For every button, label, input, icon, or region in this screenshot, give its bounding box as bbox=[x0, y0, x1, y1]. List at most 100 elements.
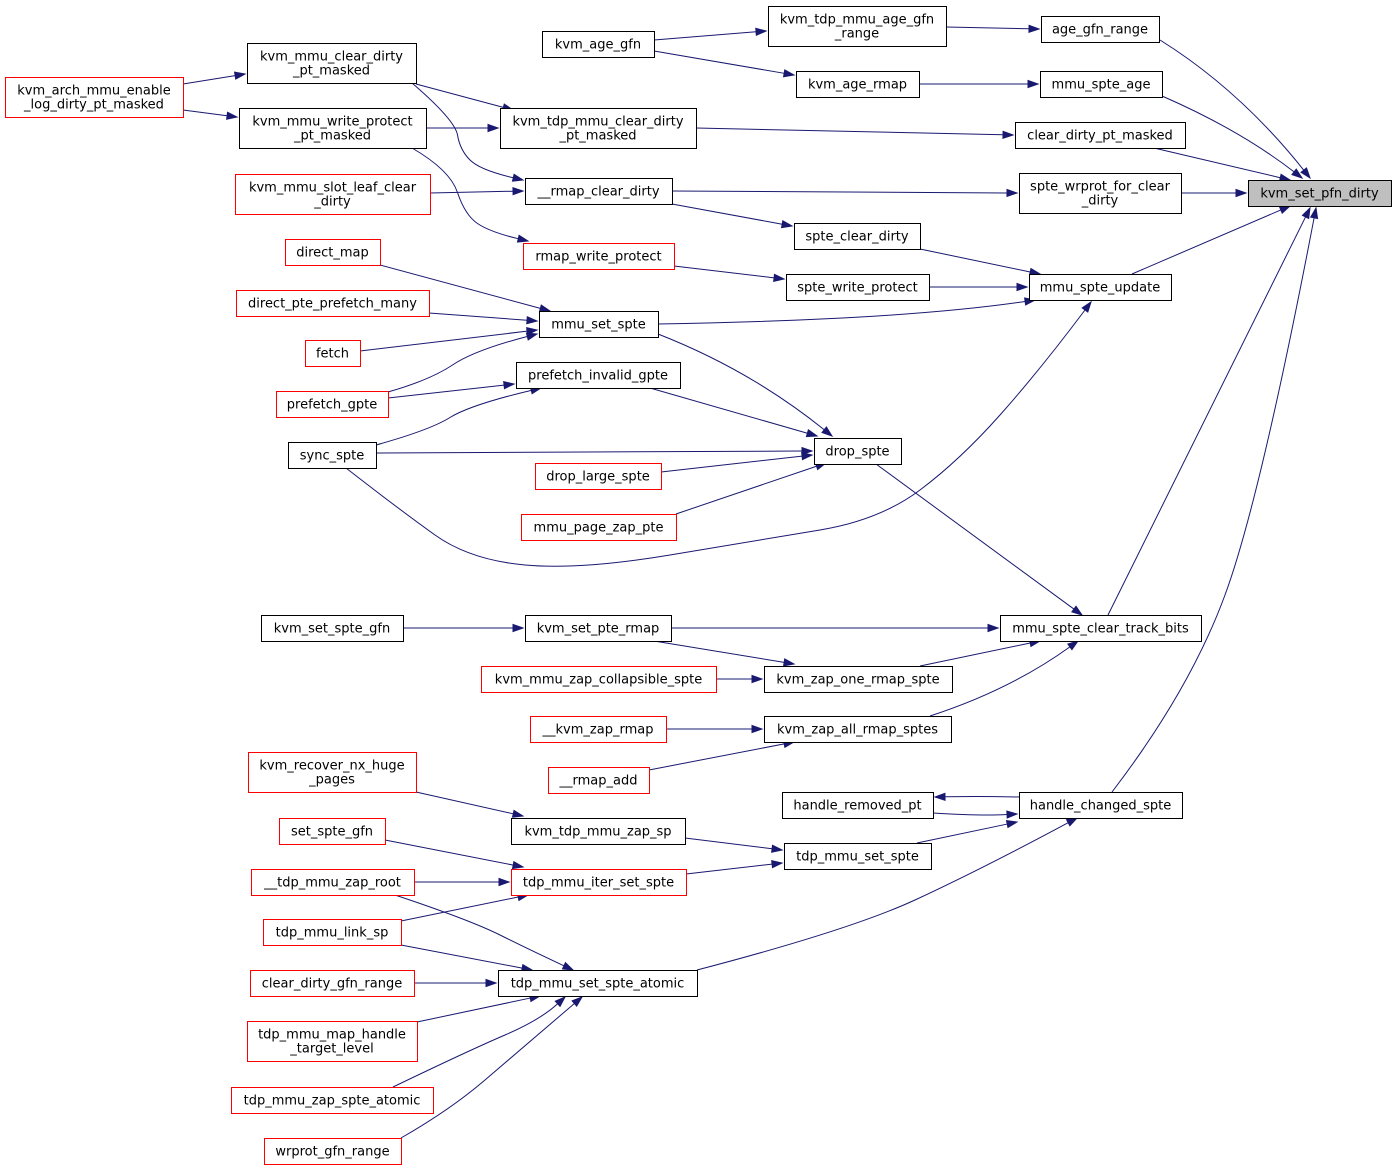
node-mmu-spte-clear-track-bits[interactable]: mmu_spte_clear_track_bits bbox=[1000, 615, 1202, 642]
node-kvm-recover-nx-huge-pages[interactable]: kvm_recover_nx_huge_pages bbox=[248, 752, 417, 793]
node-kvm-mmu-clear-dirty-pt-masked[interactable]: kvm_mmu_clear_dirty_pt_masked bbox=[247, 43, 417, 84]
edge-drop_large_spte-to-drop_spte bbox=[660, 451, 814, 473]
node-prefetch-gpte[interactable]: prefetch_gpte bbox=[276, 391, 389, 418]
node-clear-dirty-pt-masked[interactable]: clear_dirty_pt_masked bbox=[1015, 122, 1186, 149]
node-label: __rmap_clear_dirty bbox=[536, 185, 659, 200]
node-box bbox=[542, 31, 655, 58]
node-prefetch-invalid-gpte[interactable]: prefetch_invalid_gpte bbox=[516, 362, 681, 389]
node-kvm-age-gfn[interactable]: kvm_age_gfn bbox=[542, 31, 655, 58]
node-mmu-spte-age[interactable]: mmu_spte_age bbox=[1040, 71, 1163, 98]
arrowhead bbox=[782, 658, 796, 667]
node-label: kvm_set_spte_gfn bbox=[274, 622, 390, 637]
node-age-gfn-range[interactable]: age_gfn_range bbox=[1041, 16, 1160, 43]
node-box bbox=[247, 1021, 418, 1062]
node-kvm-set-spte-gfn[interactable]: kvm_set_spte_gfn bbox=[261, 615, 404, 642]
node-drop-spte[interactable]: drop_spte bbox=[814, 438, 902, 465]
node-label: kvm_mmu_zap_collapsible_spte bbox=[495, 673, 702, 688]
node-box bbox=[250, 970, 415, 997]
node-box bbox=[525, 178, 673, 205]
edge-drop_spte-to-mmu_spte_clear_track_bits bbox=[875, 463, 1084, 616]
edge-kvm_arch_mmu_enable_log_dirty_pt_masked-to-kvm_mmu_clear_dirty_pt_masked bbox=[182, 71, 247, 85]
node-kvm-arch-mmu-enable-log-dirty-pt-masked[interactable]: kvm_arch_mmu_enable_log_dirty_pt_masked bbox=[5, 77, 184, 118]
node-box bbox=[239, 108, 427, 149]
node-box bbox=[305, 340, 361, 367]
edge-rmap_clear_dirty-to-spte_clear_dirty bbox=[671, 203, 794, 229]
edge-line bbox=[429, 190, 514, 194]
edge-line bbox=[400, 944, 523, 969]
node-kvm-zap-one-rmap-spte[interactable]: kvm_zap_one_rmap_spte bbox=[764, 666, 953, 693]
node-tdp-mmu-set-spte[interactable]: tdp_mmu_set_spte bbox=[784, 843, 932, 870]
edge-line bbox=[411, 82, 514, 179]
node-handle-changed-spte[interactable]: handle_changed_spte bbox=[1019, 792, 1183, 819]
node-tdp-mmu-zap-spte-atomic[interactable]: tdp_mmu_zap_spte_atomic bbox=[231, 1087, 434, 1114]
node-tdp-mmu-set-spte-atomic[interactable]: tdp_mmu_set_spte_atomic bbox=[498, 970, 698, 997]
arrowhead bbox=[751, 724, 764, 734]
arrowhead bbox=[755, 27, 768, 37]
arrowhead bbox=[1309, 206, 1319, 220]
node-tdp-mmu-map-handle-target-level[interactable]: tdp_mmu_map_handle_target_level bbox=[247, 1021, 418, 1062]
edge-kvm_age_gfn-to-kvm_tdp_mmu_age_gfn_range bbox=[653, 27, 768, 41]
node-box bbox=[521, 514, 677, 541]
node-label: tdp_mmu_set_spte bbox=[796, 850, 919, 865]
node-handle-removed-pt[interactable]: handle_removed_pt bbox=[782, 792, 934, 819]
node-rmap-clear-dirty[interactable]: __rmap_clear_dirty bbox=[525, 178, 673, 205]
edge-kvm_arch_mmu_enable_log_dirty_pt_masked-to-kvm_mmu_write_protect_pt_masked bbox=[182, 109, 239, 120]
node-spte-write-protect[interactable]: spte_write_protect bbox=[786, 274, 930, 301]
edge-mmu_page_zap_pte-to-drop_spte bbox=[675, 462, 828, 515]
node-box bbox=[5, 77, 184, 118]
node-wrprot-gfn-range[interactable]: wrprot_gfn_range bbox=[264, 1138, 402, 1165]
node-tdp-mmu-zap-root[interactable]: __tdp_mmu_zap_root bbox=[251, 869, 415, 896]
node-label: prefetch_gpte bbox=[287, 398, 377, 413]
node-spte-clear-dirty[interactable]: spte_clear_dirty bbox=[794, 223, 921, 250]
node-drop-large-spte[interactable]: drop_large_spte bbox=[535, 463, 662, 490]
arrowhead bbox=[771, 860, 784, 869]
arrowhead bbox=[1002, 130, 1015, 139]
node-label: mmu_spte_update bbox=[1040, 281, 1161, 296]
arrowhead bbox=[226, 111, 239, 120]
node-kvm-age-rmap[interactable]: kvm_age_rmap bbox=[796, 71, 920, 98]
node-box bbox=[1248, 180, 1392, 207]
node-kvm-tdp-mmu-zap-sp[interactable]: kvm_tdp_mmu_zap_sp bbox=[511, 818, 686, 845]
node-mmu-page-zap-pte[interactable]: mmu_page_zap_pte bbox=[521, 514, 677, 541]
node-kvm-mmu-write-protect-pt-masked[interactable]: kvm_mmu_write_protect_pt_masked bbox=[239, 108, 427, 149]
arrowhead bbox=[1067, 640, 1080, 651]
node-direct-pte-prefetch-many[interactable]: direct_pte_prefetch_many bbox=[236, 290, 430, 317]
node-kvm-mmu-zap-collapsible-spte[interactable]: kvm_mmu_zap_collapsible_spte bbox=[481, 666, 717, 693]
node-rmap-write-protect[interactable]: rmap_write_protect bbox=[523, 243, 675, 270]
node-label: kvm_age_gfn bbox=[555, 38, 641, 53]
edge-kvm_recover_nx_huge_pages-to-kvm_tdp_mmu_zap_sp bbox=[415, 791, 525, 818]
node-box bbox=[523, 243, 675, 270]
edge-kvm_age_rmap-to-mmu_spte_age bbox=[919, 79, 1040, 89]
node-kvm-zap-all-rmap-sptes[interactable]: kvm_zap_all_rmap_sptes bbox=[764, 716, 952, 743]
node-root[interactable]: kvm_set_pfn_dirty bbox=[1248, 180, 1392, 207]
node-direct-map[interactable]: direct_map bbox=[285, 239, 381, 266]
node-tdp-mmu-link-sp[interactable]: tdp_mmu_link_sp bbox=[263, 919, 402, 946]
node-kvm-mmu-slot-leaf-clear-dirty[interactable]: kvm_mmu_slot_leaf_clear_dirty bbox=[235, 174, 431, 215]
node-kvm-set-pte-rmap[interactable]: kvm_set_pte_rmap bbox=[525, 615, 672, 642]
edge-rmap_write_protect-to-spte_write_protect bbox=[673, 265, 786, 282]
edge-mmu_set_spte-to-drop_spte bbox=[657, 333, 834, 437]
node-mmu-spte-update[interactable]: mmu_spte_update bbox=[1029, 274, 1172, 301]
node-fetch[interactable]: fetch bbox=[305, 340, 361, 367]
edge-tdp_mmu_map_handle_target_level-to-tdp_mmu_set_spte_atomic bbox=[416, 994, 542, 1023]
node-box bbox=[1040, 71, 1163, 98]
edge-kvm_zap_all_rmap_sptes-to-mmu_spte_clear_track_bits bbox=[929, 640, 1080, 717]
node-clear-dirty-gfn-range[interactable]: clear_dirty_gfn_range bbox=[250, 970, 415, 997]
edge-line bbox=[671, 203, 783, 225]
node-label: kvm_mmu_slot_leaf_clear bbox=[249, 181, 417, 196]
node-rmap-add[interactable]: __rmap_add bbox=[548, 767, 650, 794]
node-label: _pt_masked bbox=[292, 64, 370, 79]
edge-line bbox=[648, 743, 785, 771]
node-kvm-tdp-mmu-age-gfn-range[interactable]: kvm_tdp_mmu_age_gfn_range bbox=[768, 6, 947, 47]
node-mmu-set-spte[interactable]: mmu_set_spte bbox=[539, 311, 659, 338]
arrowhead bbox=[512, 187, 525, 196]
node-tdp-mmu-iter-set-spte[interactable]: tdp_mmu_iter_set_spte bbox=[511, 869, 687, 896]
edge-kvm_set_pte_rmap-to-kvm_zap_one_rmap_spte bbox=[653, 640, 796, 667]
node-kvm-zap-rmap[interactable]: __kvm_zap_rmap bbox=[530, 716, 667, 743]
edge-wrprot_gfn_range-to-tdp_mmu_set_spte_atomic bbox=[400, 996, 584, 1139]
node-sync-spte[interactable]: sync_spte bbox=[288, 442, 377, 469]
node-spte-wrprot-for-clear-dirty[interactable]: spte_wrprot_for_clear_dirty bbox=[1019, 173, 1182, 214]
node-kvm-tdp-mmu-clear-dirty-pt-masked[interactable]: kvm_tdp_mmu_clear_dirty_pt_masked bbox=[500, 108, 697, 149]
node-set-spte-gfn[interactable]: set_spte_gfn bbox=[279, 818, 386, 845]
node-label: rmap_write_protect bbox=[535, 250, 661, 265]
